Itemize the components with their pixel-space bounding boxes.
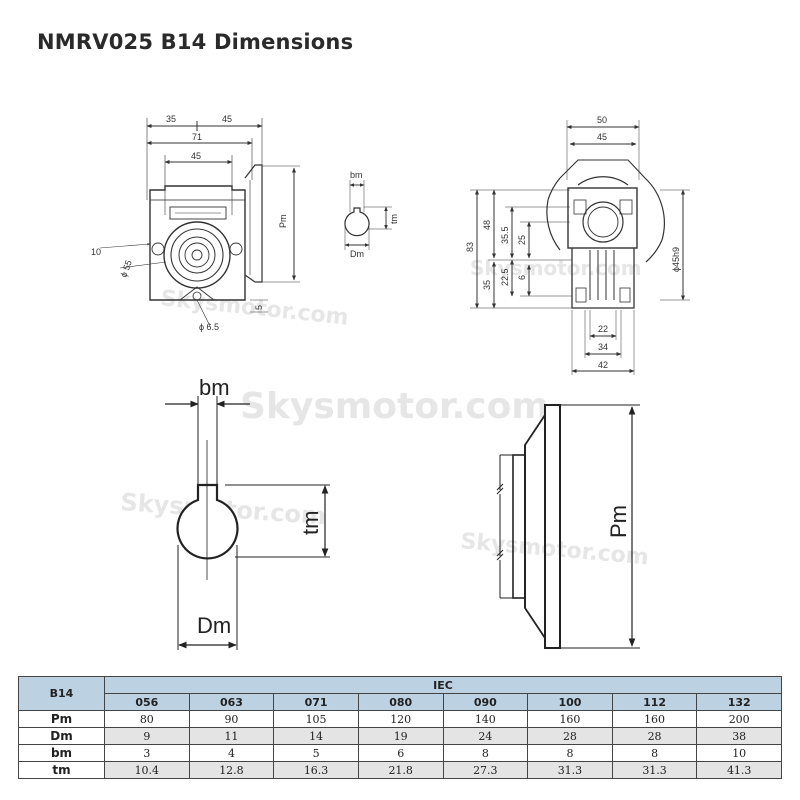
table-column-header: 100 — [527, 693, 613, 711]
table-row-label: Pm — [18, 710, 105, 728]
dim-34: 34 — [598, 342, 608, 352]
label-tm-small: tm — [389, 214, 399, 224]
table-group-header: IEC — [104, 676, 782, 694]
label-dm-large: Dm — [197, 613, 231, 638]
side-view-dimensions: 50 45 48 83 35.5 25 22.5 35 6 ϕ45h9 22 3… — [465, 115, 681, 370]
table-row-label: bm — [18, 744, 105, 762]
table-header-row-1: B14 IEC — [18, 676, 782, 711]
dim-35: 35 — [166, 114, 176, 124]
dim-71: 71 — [192, 132, 202, 142]
table-cell: 24 — [442, 727, 529, 745]
label-pm-large: Pm — [606, 505, 631, 538]
dim-42: 42 — [598, 360, 608, 370]
table-column-header: 112 — [611, 693, 698, 711]
table-cell: 6 — [357, 744, 444, 762]
table-cell: 90 — [188, 710, 275, 728]
table-cell: 8 — [442, 744, 529, 762]
table-cell: 160 — [611, 710, 698, 728]
dim-50: 50 — [597, 115, 607, 125]
table-column-header: 063 — [188, 693, 275, 711]
table-cell: 10.4 — [104, 761, 190, 779]
table-cell: 19 — [357, 727, 444, 745]
dim-22: 22 — [598, 324, 608, 334]
table-cell: 140 — [442, 710, 529, 728]
dim-5: 5 — [254, 305, 264, 310]
key-large-detail — [165, 396, 330, 650]
dim-83: 83 — [465, 242, 475, 252]
table-row: Dm 9 11 14 19 24 28 28 38 — [18, 727, 782, 745]
table-column-header: 080 — [357, 693, 444, 711]
table-row: bm 3 4 5 6 8 8 8 10 — [18, 744, 782, 762]
table-cell: 5 — [273, 744, 359, 762]
table-column-header: 132 — [696, 693, 782, 711]
technical-drawing: Skysmotor.com Skysmotor.com Skysmotor.co… — [91, 114, 690, 650]
dimension-table: B14 IEC 056 063 071 080 090 100 112 132 … — [18, 676, 782, 779]
dim-phi-45h9: ϕ45h9 — [671, 247, 681, 272]
table-cell: 4 — [188, 744, 275, 762]
dim-45-top: 45 — [222, 114, 232, 124]
table-row-label: tm — [18, 761, 105, 779]
table-header-row-2: 056 063 071 080 090 100 112 132 — [19, 693, 782, 711]
table-cell: 16.3 — [273, 761, 359, 779]
table-cell: 31.3 — [611, 761, 698, 779]
table-row: Pm 80 90 105 120 140 160 160 200 — [18, 710, 782, 728]
table-row-label: Dm — [18, 727, 105, 745]
table-cell: 9 — [104, 727, 190, 745]
dim-35-side: 35 — [482, 280, 492, 290]
table-corner-cell: B14 — [18, 676, 105, 711]
table-cell: 11 — [188, 727, 275, 745]
dim-45-side: 45 — [597, 132, 607, 142]
table-cell: 41.3 — [696, 761, 782, 779]
table-cell: 21.8 — [357, 761, 444, 779]
table-row: tm 10.4 12.8 16.3 21.8 27.3 31.3 31.3 41… — [18, 761, 782, 779]
dim-phi-55: ϕ 55 — [118, 259, 133, 279]
table-cell: 28 — [611, 727, 698, 745]
table-cell: 80 — [104, 710, 190, 728]
table-column-header: 071 — [273, 693, 359, 711]
watermark-3: Skysmotor.com — [240, 386, 549, 427]
key-small-labels: bm tm Dm — [350, 170, 399, 259]
table-cell: 27.3 — [442, 761, 529, 779]
page-title: NMRV025 B14 Dimensions — [37, 30, 354, 54]
table-cell: 38 — [696, 727, 782, 745]
dim-phi-6-5: ϕ 6.5 — [199, 322, 219, 332]
table-cell: 10 — [696, 744, 782, 762]
flange-large-detail — [496, 404, 640, 649]
dim-10: 10 — [91, 247, 101, 257]
table-cell: 12.8 — [188, 761, 275, 779]
flange-large-labels: Pm — [606, 505, 631, 538]
table-cell: 31.3 — [527, 761, 613, 779]
table-cell: 14 — [273, 727, 359, 745]
table-cell: 105 — [273, 710, 359, 728]
label-bm-large: bm — [199, 375, 230, 400]
table-cell: 28 — [527, 727, 613, 745]
side-view — [470, 120, 690, 375]
dim-35-5: 35.5 — [500, 226, 510, 244]
dim-45-inner: 45 — [191, 151, 201, 161]
table-cell: 200 — [696, 710, 782, 728]
dim-pm-small: Pm — [278, 215, 288, 229]
table-cell: 8 — [611, 744, 698, 762]
table-cell: 8 — [527, 744, 613, 762]
table-cell: 160 — [527, 710, 613, 728]
watermark-2: Skysmotor.com — [470, 256, 642, 280]
dim-48: 48 — [482, 220, 492, 230]
dim-6: 6 — [517, 275, 527, 280]
table-cell: 120 — [357, 710, 444, 728]
key-small-detail — [344, 180, 392, 250]
table-cell: 3 — [104, 744, 190, 762]
table-column-header: 090 — [442, 693, 529, 711]
table-column-header: 056 — [104, 693, 190, 711]
label-tm-large: tm — [298, 511, 323, 535]
label-dm-small: Dm — [350, 249, 364, 259]
front-view — [99, 118, 300, 327]
dim-25: 25 — [517, 235, 527, 245]
label-bm-small: bm — [350, 170, 363, 180]
key-large-labels: bm tm Dm — [197, 375, 323, 638]
dim-22-5: 22.5 — [500, 268, 510, 286]
